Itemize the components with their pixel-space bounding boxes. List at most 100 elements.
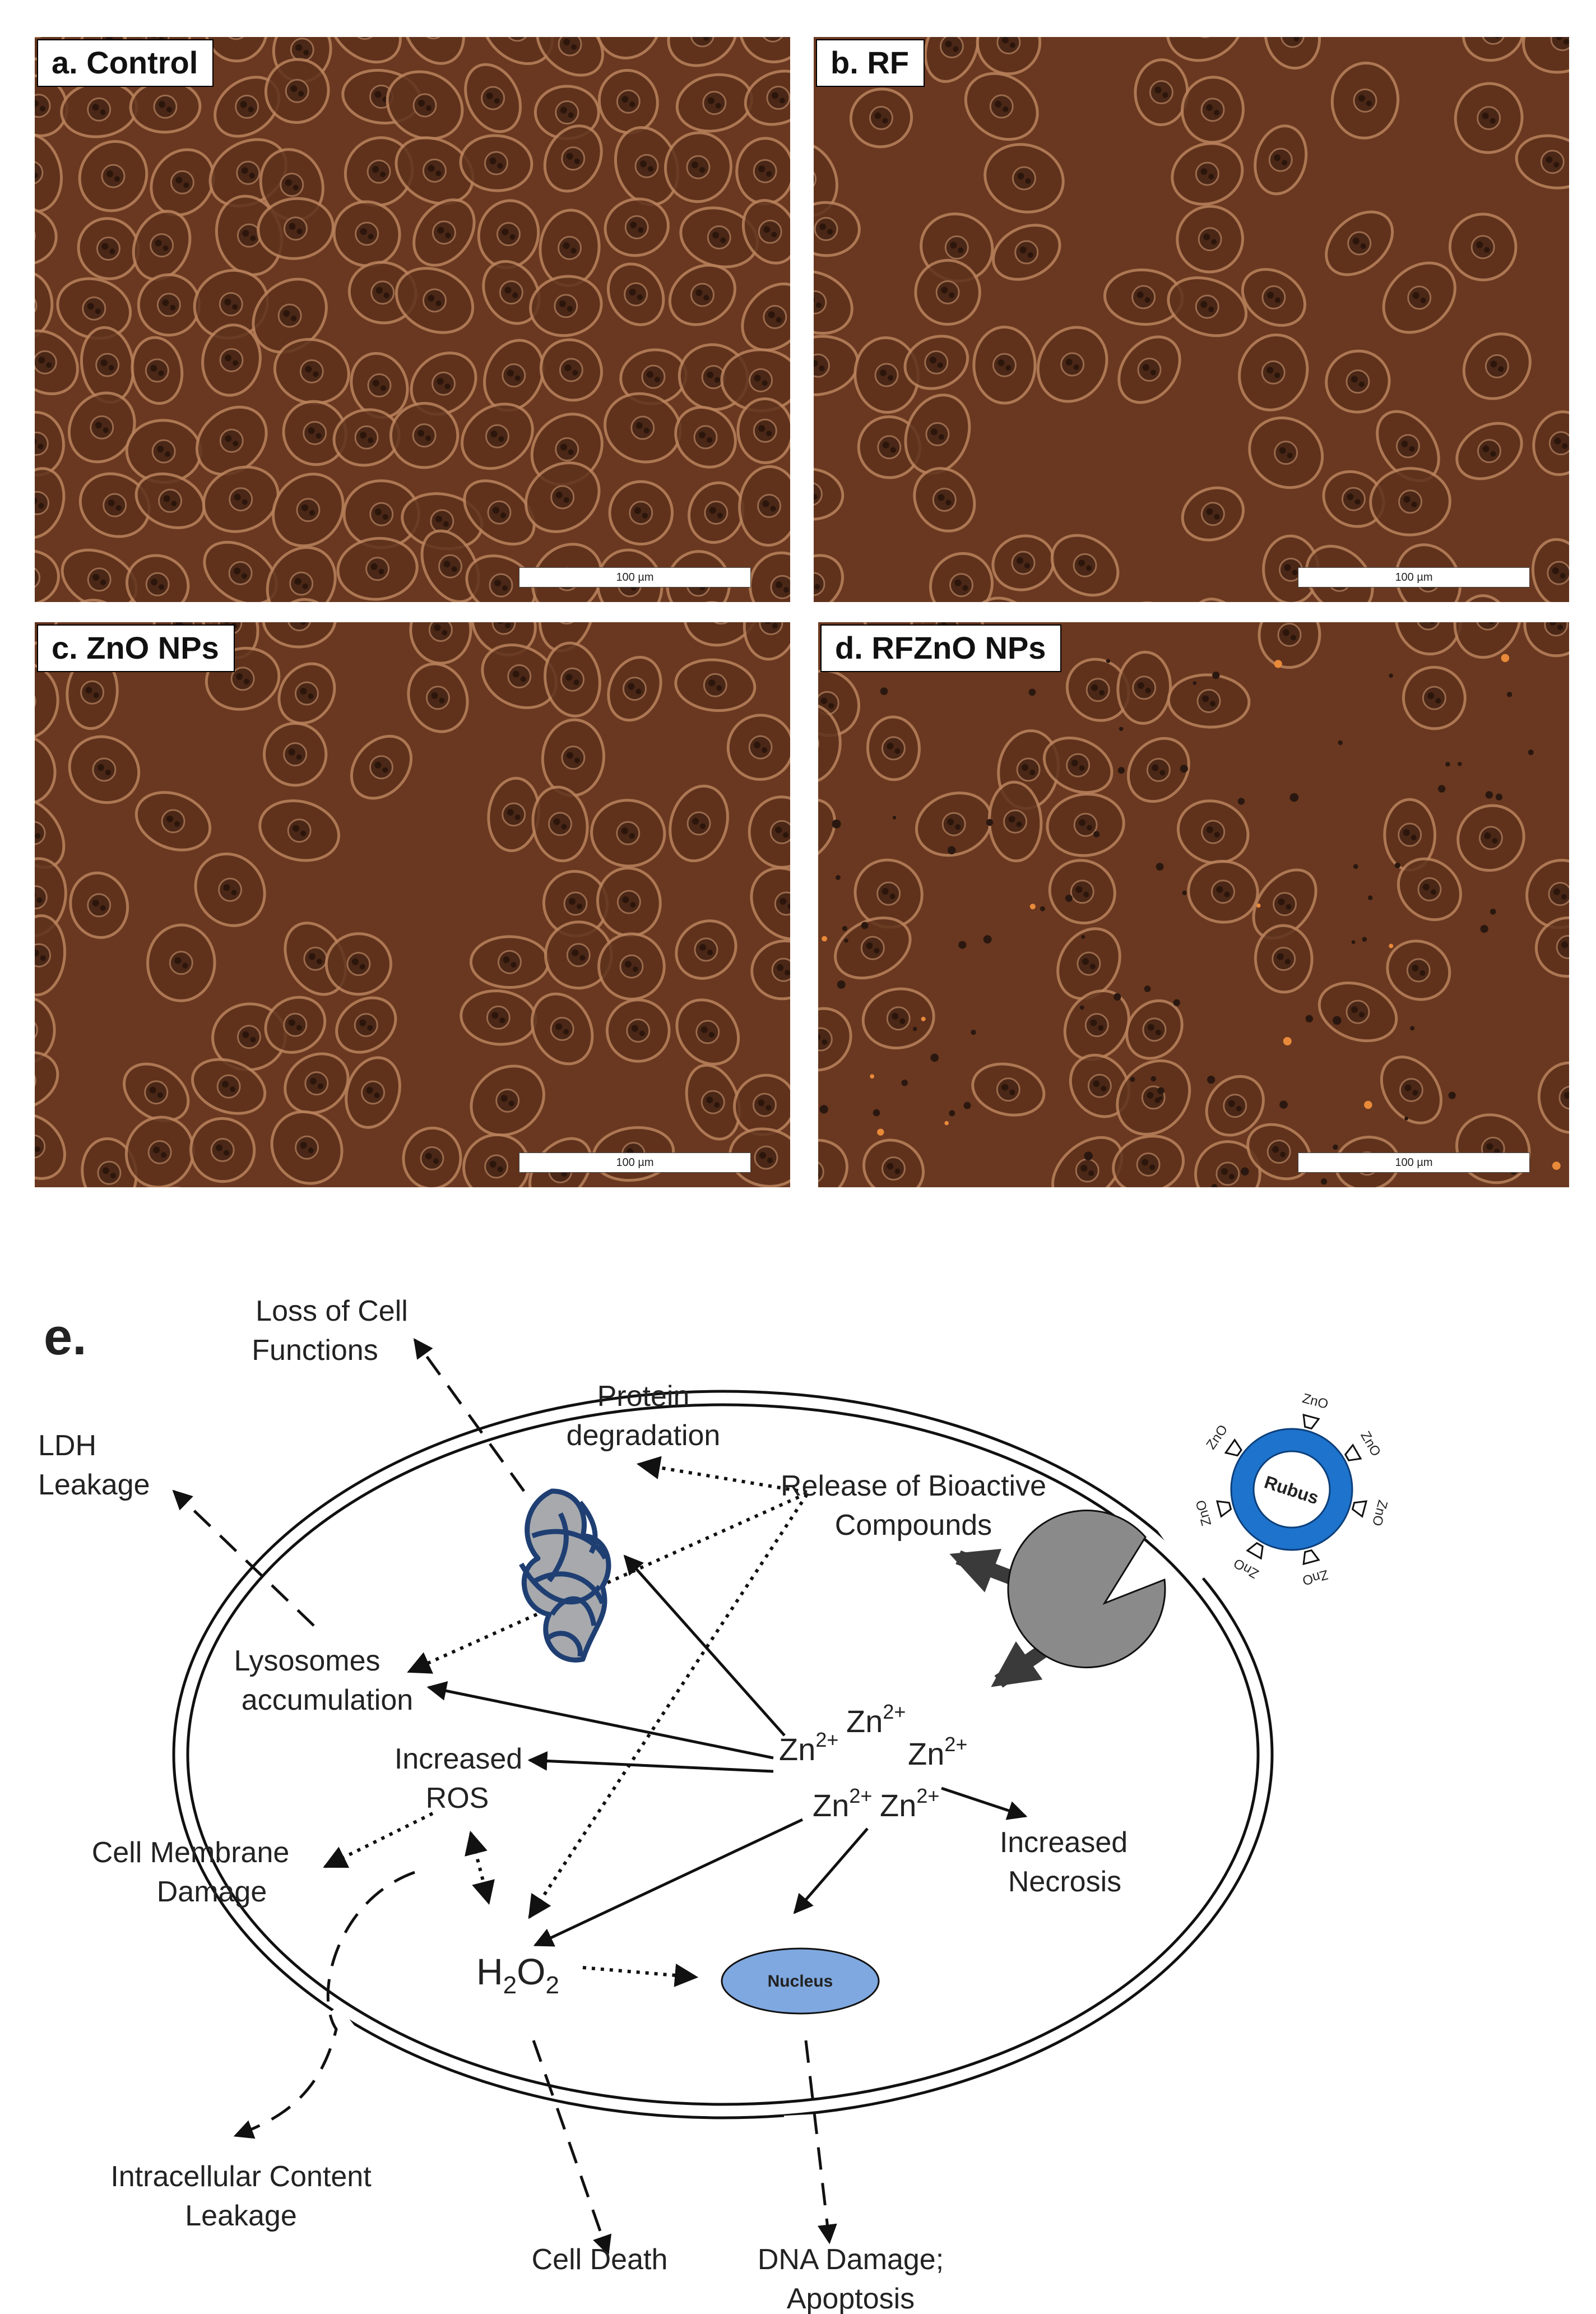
cell-shape [69,871,129,940]
nanoparticle-aggregate [844,938,848,943]
nanoparticle-aggregate [1156,863,1164,871]
arrow-zn-to-nucleus [793,1827,869,1914]
cell-shape [1453,622,1522,659]
arrow-ros-to-membrane [323,1812,434,1868]
arrow-to-intracellular-leakage [233,1871,415,2139]
zno-tag-label: ZnO [1301,1567,1330,1588]
nanoparticle-aggregate [1353,864,1358,869]
cell-shape [991,224,1061,281]
panel-label: d. RFZnO NPs [820,624,1062,673]
zno-tag-label: ZnO [1301,1391,1330,1412]
cell-shape [866,715,921,781]
cell-shape [194,852,266,927]
nanoparticle-aggregate [912,1026,917,1031]
cell-shape [1046,793,1125,857]
scale-bar: 100 µm [519,567,751,587]
cell-shape [264,996,327,1054]
cell-shape [1241,268,1306,327]
zno-tag-icon [1215,1500,1232,1518]
nanoparticle-aggregate [930,1053,939,1062]
cell-shape [1396,857,1462,922]
nanoparticle-aggregate [1081,935,1085,939]
cell-shape [214,76,281,138]
cell-shape [675,919,737,980]
arrow-release-to-lysosomes [407,1492,808,1674]
cell-shape [1167,673,1251,729]
cell-shape [134,472,206,529]
cell-shape [1382,261,1456,334]
cell-shape [35,996,56,1065]
nanoparticle-aggregate [1079,1005,1084,1010]
cell-shape [818,1139,848,1187]
cell-shape [272,473,345,548]
zno-tag-icon [1224,1438,1242,1457]
membrane-gaps [150,1363,1227,2139]
dashed-arrows [172,1338,837,2256]
cell-shape [203,37,268,63]
arrow-ros-h2o2 [465,1830,495,1905]
zno-tag-label: ZnO [1357,1429,1384,1459]
cell-shape [964,72,1039,141]
nanoparticle-aggregate [1437,785,1446,793]
zno-tag-label: ZnO [1231,1555,1261,1581]
zno-tag-icon [1302,1413,1320,1430]
cell-shape [463,479,536,546]
cell-shape [1125,999,1184,1060]
solid-arrows [426,1554,1028,1947]
cell-shape [597,932,666,1001]
nanoparticle-aggregate [1458,762,1462,766]
cell-shape [531,785,589,863]
cell-shape [1205,1075,1265,1137]
cell-shape [976,37,1042,76]
nanoparticle-aggregate [861,922,869,929]
cell-shape [675,73,753,133]
cell-shape [1042,736,1114,794]
nanoparticle-aggregate [877,1128,884,1136]
arrow-to-cell-death [532,2040,612,2256]
nanoparticle-aggregate [1364,1100,1372,1109]
nanoparticle-aggregate [873,1109,880,1117]
cell-shape [853,336,920,414]
cell-shape [262,721,328,787]
cell-shape [282,400,347,466]
cell-shape [195,405,268,476]
cell-shape [536,37,604,77]
cell-shape [1190,598,1251,602]
cell-shape [80,326,135,404]
dna-damage-apoptosis-label: DNA Damage;Apoptosis [758,2243,944,2314]
cell-shape [1048,859,1116,925]
cell-shape [35,329,79,396]
cell-shape [688,481,745,544]
cell-shape [203,540,278,602]
cell-shape [1050,534,1120,597]
cell-shape [743,622,790,661]
cell-shape [35,206,58,266]
cell-shape [462,1133,531,1187]
cell-shape [401,492,484,550]
cell-shape [1325,210,1394,276]
nanoparticle-aggregate [892,816,897,820]
cell-shape [409,622,472,665]
cell-shape [124,1116,195,1187]
nanoparticle-aggregate [1445,762,1450,767]
nanoparticle-aggregate [947,846,956,855]
cell-shape [35,271,54,341]
cell-shape [35,132,63,213]
cell-shape [66,655,119,730]
cell-shape [987,780,1043,863]
cell-shape [983,143,1065,214]
nanoparticle-aggregate [944,1121,949,1126]
cell-shape [1112,1135,1185,1187]
cell-shape [1317,982,1398,1043]
nanoparticle-aggregate [1333,1016,1342,1025]
cell-shape [595,37,662,60]
cell-shape [1065,658,1130,722]
nanoparticle-aggregate [1207,1075,1215,1084]
cell-shape [674,406,737,469]
nanoparticle-aggregate [1256,903,1261,908]
nanoparticle-aggregate [958,941,967,949]
cell-shape [407,662,469,733]
nanoparticle-aggregate [1028,688,1036,696]
